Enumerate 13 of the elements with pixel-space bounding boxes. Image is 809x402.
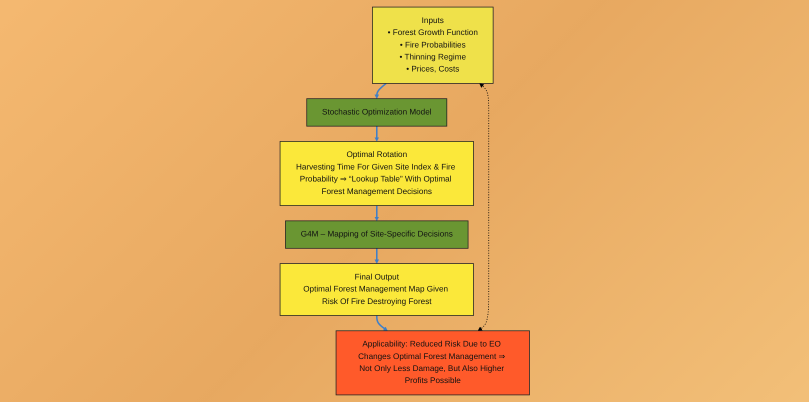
- node-box: [335, 330, 530, 396]
- arrow: [376, 316, 388, 331]
- node-box: [279, 141, 474, 206]
- node-box: [279, 263, 474, 316]
- arrow: [478, 83, 489, 331]
- node-box: [284, 220, 468, 249]
- node-box: [372, 6, 494, 84]
- arrow: [374, 206, 379, 222]
- arrow: [374, 82, 386, 99]
- arrow: [374, 248, 379, 264]
- arrow: [374, 126, 379, 142]
- node-box: [306, 98, 447, 127]
- flowchart: Inputs • Forest Growth Function • Fire Probabilities • Thinning Regime • Prices, Costs Stochastic Optimization Model Optimal Rotation Harvesting Time For Given Site Index & Fire Probability ⇒ “Lookup Table” With Optimal Forest Management Decisions G4M – Mapping of Site-Specific Decisions Final Output Optimal Forest Management Map Given Risk Of Fire Destroying Forest Applicability: Reduced Risk Due to EO Changes Optimal Forest Management ⇒ Not Only Less Damage, But Also Higher Profits Possible: [276, 3, 534, 399]
